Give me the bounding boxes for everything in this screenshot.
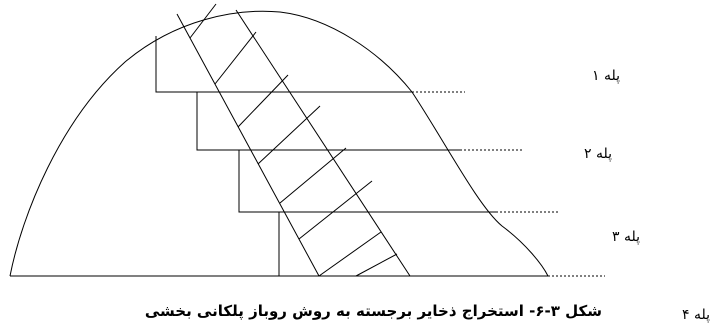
hatch-lines [189,3,398,277]
figure-caption: شکل ۳-۶- استخراج ذخایر برجسته به روش روب… [144,302,602,320]
bench-step-3 [238,150,496,213]
hatched-band-left-edge [176,13,320,277]
step-2-label: پله ۲ [584,146,613,162]
hatched-band-right-edge [235,9,411,277]
bench-step-2 [196,92,460,151]
step-1-label: پله ۱ [592,68,621,84]
step-3-label: پله ۳ [612,229,641,245]
deposit-outline [9,10,549,277]
bench-step-1 [155,36,412,93]
step-4-label: پله ۴ [682,307,711,323]
